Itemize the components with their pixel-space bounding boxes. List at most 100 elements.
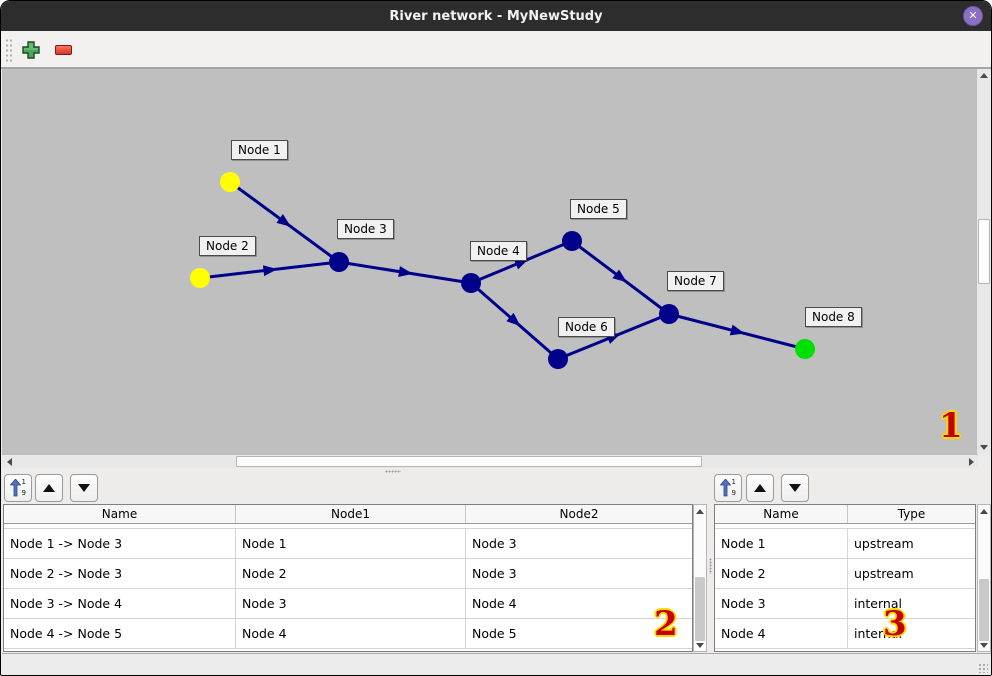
links-cell[interactable]: Node 2 -> Node 3 [4, 559, 236, 588]
nodes-cell[interactable]: Node 3 [715, 589, 848, 618]
remove-node-button[interactable] [52, 39, 74, 61]
vertical-splitter[interactable] [707, 504, 714, 652]
flow-arrow-icon [276, 214, 291, 227]
links-cell[interactable]: Node 4 -> Node 5 [4, 619, 236, 648]
links-header-name[interactable]: Name [4, 505, 236, 523]
network-canvas[interactable]: Node 1 Node 2 Node 3 Node 4 Node 5 Node 6 Node… [2, 69, 976, 454]
canvas-hscroll-thumb[interactable] [236, 456, 702, 467]
triangle-up-icon [696, 508, 704, 514]
canvas-vertical-scrollbar[interactable] [976, 69, 991, 454]
nodes-row-1[interactable]: Node 1 upstream [715, 529, 975, 559]
node-n5[interactable] [562, 231, 582, 251]
titlebar[interactable]: River network - MyNewStudy ✕ [1, 1, 991, 31]
links-sort-button[interactable]: 1 9 [4, 474, 32, 502]
node-n6[interactable] [548, 349, 568, 369]
nodes-cell[interactable]: internal [854, 596, 902, 611]
links-scroll-thumb[interactable] [695, 577, 705, 641]
nodes-cell[interactable]: Node 1 [715, 529, 848, 558]
nodes-header-spacer [715, 524, 975, 529]
nodes-header-row: Name Type [715, 505, 975, 524]
scroll-down-arrow[interactable] [694, 639, 706, 651]
node-n1[interactable] [220, 172, 240, 192]
node-n7[interactable] [659, 304, 679, 324]
splitter-handle-icon [385, 470, 401, 473]
nodes-sort-button[interactable]: 1 9 [714, 474, 742, 502]
nodes-move-down-button[interactable] [781, 474, 809, 502]
links-cell[interactable]: Node 3 [472, 566, 517, 581]
scroll-left-arrow[interactable] [2, 455, 16, 468]
node-label-n8[interactable]: Node 8 [805, 307, 862, 327]
links-cell[interactable]: Node 3 [472, 536, 517, 551]
annotation-2: 2 [654, 604, 678, 644]
add-node-button[interactable] [20, 39, 42, 61]
links-cell[interactable]: Node 1 [236, 529, 466, 558]
links-cell[interactable]: Node 3 [236, 589, 466, 618]
node-n2[interactable] [190, 268, 210, 288]
links-cell[interactable]: Node 4 [472, 596, 517, 611]
nodes-row-2[interactable]: Node 2 upstream [715, 559, 975, 589]
links-table-scrollbar[interactable] [693, 504, 707, 652]
nodes-table-scrollbar[interactable] [977, 504, 991, 652]
scroll-down-arrow[interactable] [977, 441, 991, 454]
node-label-n6[interactable]: Node 6 [558, 317, 615, 337]
nodes-move-up-button[interactable] [746, 474, 774, 502]
nodes-cell[interactable]: Node 2 [715, 559, 848, 588]
links-move-down-button[interactable] [70, 474, 98, 502]
triangle-up-icon [980, 508, 988, 514]
horizontal-splitter[interactable] [2, 468, 991, 474]
links-cell[interactable]: Node 3 -> Node 4 [4, 589, 236, 618]
annotation-1: 1 [939, 406, 963, 446]
resize-grip-icon[interactable] [978, 663, 988, 673]
nodes-scroll-thumb[interactable] [979, 579, 989, 641]
canvas-horizontal-scrollbar[interactable] [2, 454, 978, 468]
node-label-n3[interactable]: Node 3 [337, 219, 394, 239]
node-n4[interactable] [461, 273, 481, 293]
close-button[interactable]: ✕ [963, 6, 983, 26]
scroll-down-arrow[interactable] [978, 639, 990, 651]
triangle-up-icon [43, 484, 55, 492]
links-cell[interactable]: Node 5 [472, 626, 517, 641]
toolbar-drag-handle[interactable] [5, 38, 14, 63]
nodes-cell[interactable]: Node 4 [715, 619, 848, 648]
node-label-n4[interactable]: Node 4 [470, 241, 527, 261]
plus-icon [22, 41, 40, 59]
node-label-n5[interactable]: Node 5 [570, 199, 627, 219]
node-label-n7[interactable]: Node 7 [667, 271, 724, 291]
scroll-up-arrow[interactable] [694, 505, 706, 517]
links-cell[interactable]: Node 2 [236, 559, 466, 588]
node-n8[interactable] [795, 339, 815, 359]
links-move-up-button[interactable] [35, 474, 63, 502]
flow-arrow-icon [612, 269, 627, 283]
nodes-cell[interactable]: internal [854, 626, 902, 641]
triangle-down-icon [78, 484, 90, 492]
close-icon: ✕ [968, 9, 978, 22]
node-n3[interactable] [329, 252, 349, 272]
links-cell[interactable]: Node 1 -> Node 3 [4, 529, 236, 558]
nodes-cell[interactable]: upstream [854, 536, 914, 551]
links-cell[interactable]: Node 4 [236, 619, 466, 648]
nodes-cell[interactable]: upstream [854, 566, 914, 581]
links-header-node1[interactable]: Node1 [236, 505, 466, 523]
triangle-up-icon [980, 73, 988, 78]
scroll-up-arrow[interactable] [977, 69, 991, 82]
triangle-down-icon [696, 642, 704, 648]
scroll-right-arrow[interactable] [964, 455, 978, 468]
flow-arrow-icon [729, 324, 745, 336]
node-label-n2[interactable]: Node 2 [199, 236, 256, 256]
links-header-node2[interactable]: Node2 [559, 507, 599, 521]
nodes-header-name[interactable]: Name [715, 505, 848, 523]
nodes-row-4[interactable]: Node 4 internal [715, 619, 975, 649]
canvas-vscroll-thumb[interactable] [978, 219, 990, 284]
annotation-3: 3 [883, 604, 907, 644]
flow-arrow-icon [262, 265, 278, 277]
nodes-row-3[interactable]: Node 3 internal [715, 589, 975, 619]
nodes-header-type[interactable]: Type [897, 507, 926, 521]
node-label-n1[interactable]: Node 1 [231, 140, 288, 160]
scroll-up-arrow[interactable] [978, 505, 990, 517]
